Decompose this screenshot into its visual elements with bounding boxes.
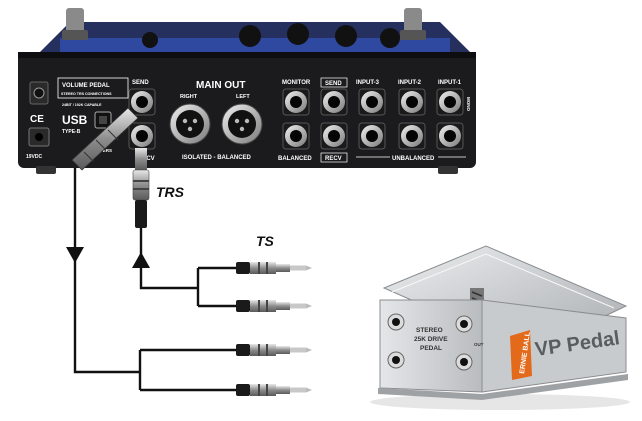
pedal-out-label: OUT <box>474 342 484 347</box>
fx-recv-label: RECV <box>325 156 342 162</box>
fx-recv-jack[interactable] <box>320 122 348 150</box>
volume-pedal: STEREO 25K DRIVE PEDAL OUT ERNIE BALL VP… <box>370 245 630 410</box>
pedal-stereo-label-2: 25K DRIVE <box>414 336 448 343</box>
knob <box>335 25 357 47</box>
input-2-jack-bottom[interactable] <box>398 122 426 150</box>
angled-insert-plug <box>71 107 139 171</box>
monitor-label: MONITOR <box>282 80 311 86</box>
ts-plug-send-1 <box>236 344 312 356</box>
footswitch-left <box>62 8 88 40</box>
trs-plug-vertical <box>132 148 150 228</box>
pedal-jack-in-top[interactable] <box>387 313 405 331</box>
arrow-down-send <box>66 247 84 263</box>
signal-cables <box>73 168 236 392</box>
mixer-foot-right <box>438 166 458 174</box>
input-3-jack-bottom[interactable] <box>358 122 386 150</box>
send-split-path <box>138 348 236 392</box>
volume-send-jack[interactable] <box>128 88 156 116</box>
input-1-label: INPUT-1 <box>438 80 462 86</box>
fx-recv-label-box <box>320 152 348 163</box>
monitor-jack-top[interactable] <box>282 88 310 116</box>
main-out-left-label: LEFT <box>236 94 250 100</box>
recv-cable-path <box>139 228 198 290</box>
mono-label: MONO <box>466 97 471 111</box>
monitor-jack-bottom[interactable] <box>282 122 310 150</box>
send-label-left: SEND <box>132 80 149 86</box>
xlr-right-jack[interactable] <box>169 103 211 145</box>
input-3-label: INPUT-3 <box>356 80 380 86</box>
usb-type-label: TYPE-B <box>62 129 81 135</box>
pedal-stereo-label-1: STEREO <box>416 327 443 334</box>
input-2-jack-top[interactable] <box>398 88 426 116</box>
dc-label: 19VDC <box>26 154 43 160</box>
ts-label: TS <box>256 233 275 249</box>
isolated-balanced-label: ISOLATED - BALANCED <box>182 155 252 161</box>
pedal-jack-out-top[interactable] <box>455 315 473 333</box>
usb-note: 24BIT / 192K CAPABLE <box>62 103 102 107</box>
mixer-foot-left <box>36 166 56 174</box>
input-1-jack-bottom[interactable] <box>436 122 464 150</box>
input-3-jack-top[interactable] <box>358 88 386 116</box>
volume-recv-jack[interactable] <box>128 122 156 150</box>
send-cable-path <box>73 168 140 374</box>
unbalanced-label: UNBALANCED <box>392 156 435 162</box>
knob <box>380 28 400 48</box>
input-2-label: INPUT-2 <box>398 80 422 86</box>
ts-plug-recv-1 <box>236 262 312 274</box>
volume-pedal-label: VOLUME PEDAL <box>62 83 110 89</box>
knob <box>142 32 158 48</box>
balanced-label: BALANCED <box>278 156 312 162</box>
arrow-up-recv <box>132 252 150 268</box>
usb-label: USB <box>62 113 88 127</box>
fx-send-label-box <box>320 77 348 88</box>
main-out-label: MAIN OUT <box>196 80 245 91</box>
knob <box>287 23 309 45</box>
volume-pedal-label-box <box>57 77 129 99</box>
pedal-stereo-label-3: PEDAL <box>420 345 442 352</box>
top-knobs <box>142 23 400 48</box>
volume-pedal-sublabel: STEREO TRS CONNECTIONS <box>61 92 112 96</box>
ts-plug-send-2 <box>236 384 312 396</box>
pedal-jack-in-bottom[interactable] <box>387 351 405 369</box>
pedal-jack-out-bottom[interactable] <box>455 353 473 371</box>
footswitch-right <box>400 8 426 40</box>
main-out-right-label: RIGHT <box>180 94 198 100</box>
dc-jack[interactable] <box>33 87 45 99</box>
ce-mark: CE <box>30 114 44 125</box>
ts-plug-recv-2 <box>236 300 312 312</box>
recv-split-path <box>196 266 236 308</box>
input-1-jack-top[interactable] <box>436 88 464 116</box>
fx-send-jack[interactable] <box>320 88 348 116</box>
fx-send-label: SEND <box>325 81 342 87</box>
trs-label: TRS <box>156 184 185 200</box>
xlr-left-jack[interactable] <box>221 103 263 145</box>
knob <box>239 25 261 47</box>
mixer-unit: CE 19VDC VOLUME PEDAL STEREO TRS CONNECT… <box>18 8 476 174</box>
